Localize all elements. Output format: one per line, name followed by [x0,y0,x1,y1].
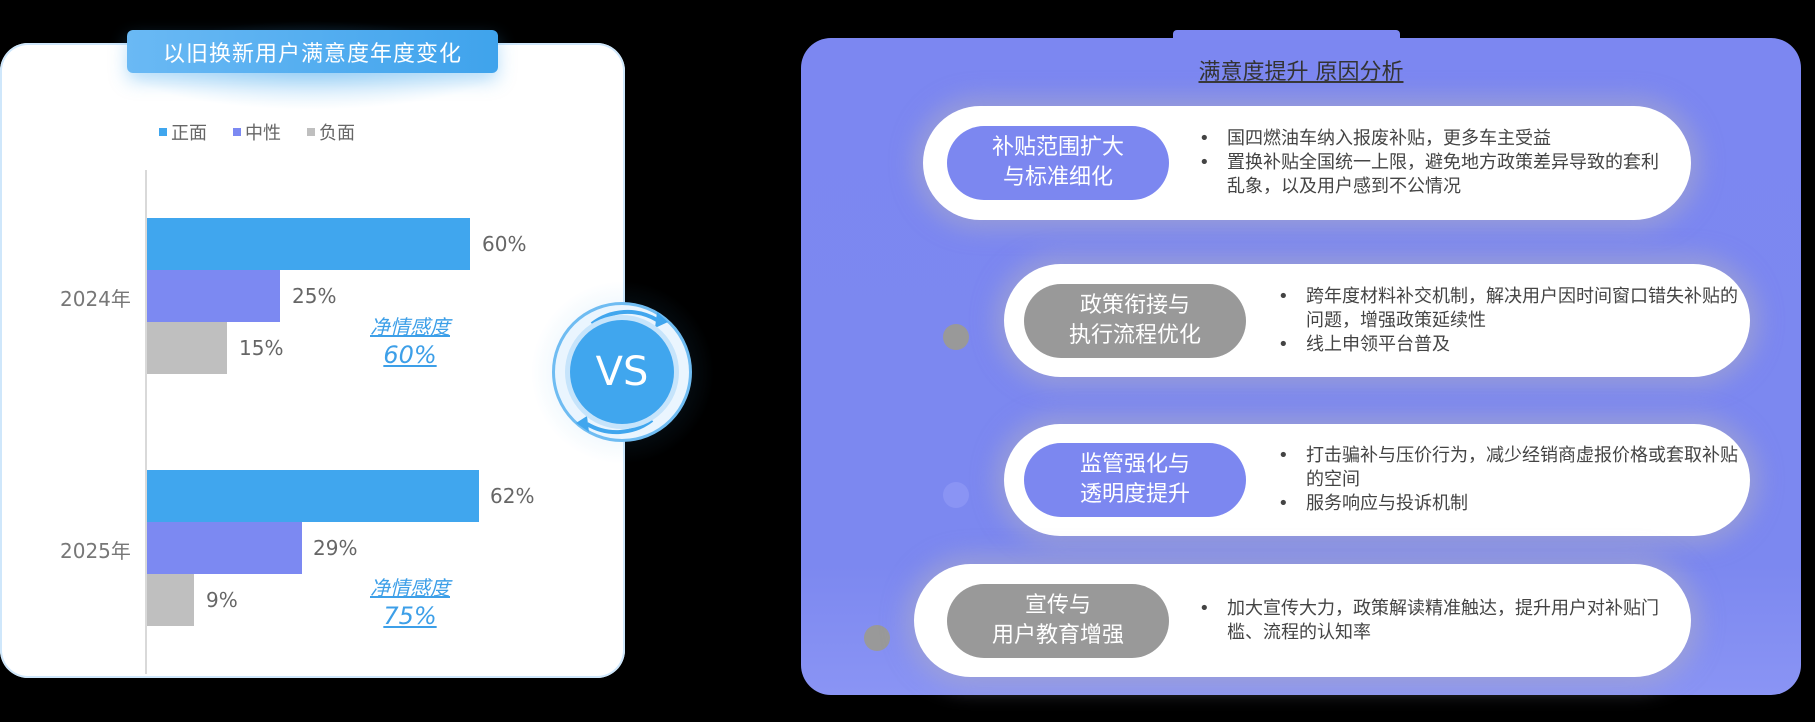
net-sentiment-2024: 净情感度 60% [350,313,470,369]
bullet-item: 打击骗补与压价行为，减少经销商虚报价格或套取补贴的空间 [1278,444,1746,492]
bar-2024-positive [147,218,470,270]
net-sentiment-label: 净情感度 [370,315,450,339]
reasons-title: 满意度提升 原因分析 [1198,60,1404,85]
y-axis-line [145,170,147,674]
tag-line: 用户教育增强 [991,622,1124,648]
tag-line: 政策衔接与 [1079,292,1190,318]
legend-label: 正面 [171,123,207,144]
bar-2025-neutral [147,522,302,574]
category-label-2025: 2025年 [60,539,131,563]
satisfaction-chart-panel [0,43,625,678]
legend-swatch-positive [159,128,167,136]
legend-label: 中性 [245,123,281,144]
value-label: 60% [482,232,527,256]
tag-line: 宣传与 [1024,592,1091,618]
bullet-item: 置换补贴全国统一上限，避免地方政策差异导致的套利乱象，以及用户感到不公情况 [1199,151,1667,199]
chart-title: 以旧换新用户满意度年度变化 [127,30,498,73]
category-label-2024: 2024年 [60,287,131,311]
value-label: 62% [490,484,535,508]
bullet-item: 跨年度材料补交机制，解决用户因时间窗口错失补贴的问题，增强政策延续性 [1278,285,1746,333]
timeline-dot [943,482,969,508]
bar-2025-positive [147,470,479,522]
tag-line: 补贴范围扩大 [991,135,1124,160]
vs-badge: VS [570,320,674,424]
net-sentiment-2025: 净情感度 75% [350,574,470,630]
bullet-item: 国四燃油车纳入报废补贴，更多车主受益 [1199,127,1667,151]
timeline-dot [864,625,890,651]
tag-line: 执行流程优化 [1068,322,1201,348]
reason-tag: 政策衔接与执行流程优化 [1024,283,1246,358]
tag-line: 与标准细化 [1002,165,1113,190]
legend-swatch-neutral [233,128,241,136]
value-label: 15% [239,336,284,360]
net-sentiment-label: 净情感度 [370,576,450,600]
bar-2025-negative [147,574,194,626]
net-sentiment-value: 60% [383,341,437,369]
bullet-item: 服务响应与投诉机制 [1278,492,1746,516]
reason-tag: 监管强化与透明度提升 [1024,443,1246,517]
reason-tag: 宣传与用户教育增强 [947,583,1169,658]
bullet-item: 加大宣传大力，政策解读精准触达，提升用户对补贴门槛、流程的认知率 [1199,597,1677,645]
value-label: 25% [292,284,337,308]
bar-2024-neutral [147,270,280,322]
tag-line: 监管强化与 [1079,452,1190,477]
value-label: 29% [313,536,358,560]
legend-label: 负面 [319,123,355,144]
timeline-dot [943,324,969,350]
legend-negative: 负面 [307,119,355,145]
value-label: 9% [206,588,238,612]
net-sentiment-value: 75% [383,602,437,630]
reason-bullets: 加大宣传大力，政策解读精准触达，提升用户对补贴门槛、流程的认知率 [1197,597,1677,645]
reason-bullets: 跨年度材料补交机制，解决用户因时间窗口错失补贴的问题，增强政策延续性 线上申领平… [1276,285,1746,357]
legend-swatch-negative [307,128,315,136]
chart-legend: 正面 中性 负面 [159,119,355,145]
bar-2024-negative [147,322,227,374]
legend-positive: 正面 [159,119,207,145]
tag-line: 透明度提升 [1079,482,1190,507]
bullet-item: 线上申领平台普及 [1278,333,1746,357]
legend-neutral: 中性 [233,119,281,145]
reason-tag: 补贴范围扩大与标准细化 [947,126,1169,200]
cycle-arrows-icon [576,309,668,435]
reason-bullets: 国四燃油车纳入报废补贴，更多车主受益 置换补贴全国统一上限，避免地方政策差异导致… [1197,127,1667,199]
reason-bullets: 打击骗补与压价行为，减少经销商虚报价格或套取补贴的空间 服务响应与投诉机制 [1276,444,1746,516]
